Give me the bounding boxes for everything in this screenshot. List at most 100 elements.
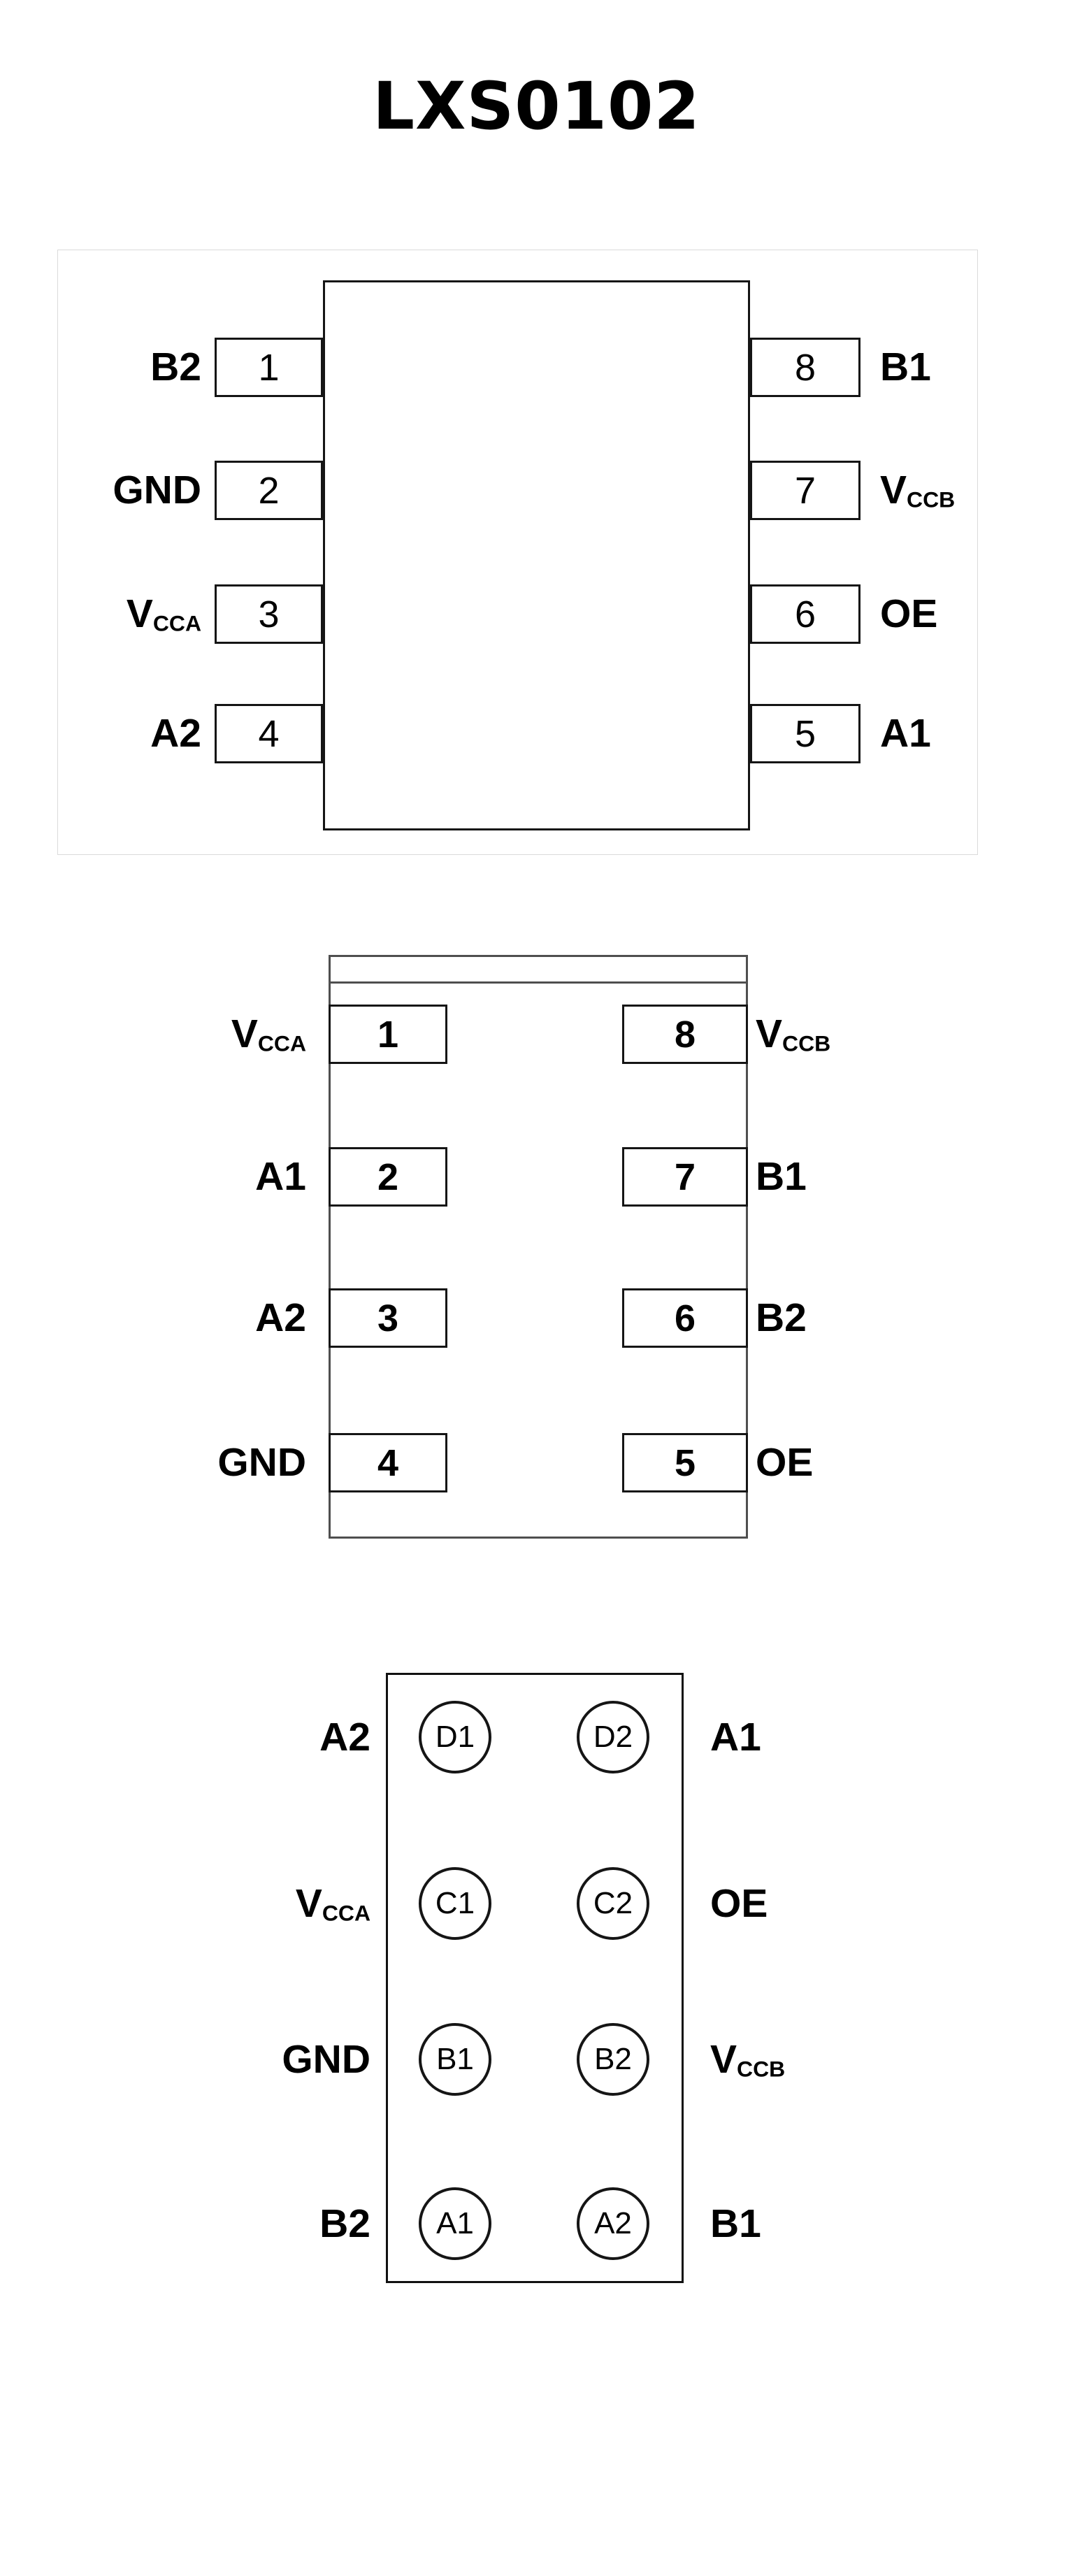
pin-name: B2 [319, 2201, 370, 2246]
ball-label-left: VCCA [266, 1867, 370, 1940]
pin-label-right: B1 [756, 1147, 895, 1207]
pin-number: 7 [674, 1156, 696, 1198]
pin-label-left: B2 [58, 338, 201, 397]
pin-name-subscript: CCB [782, 1030, 831, 1056]
pin-number: 3 [377, 1297, 399, 1339]
pin-number: 5 [674, 1441, 696, 1484]
ball-c1: C1 [419, 1867, 491, 1940]
ball-id: D2 [593, 1720, 633, 1754]
pin-box: 5 [622, 1433, 748, 1492]
pin-box: 2 [329, 1147, 447, 1207]
ball-a2: A2 [577, 2187, 649, 2260]
pin-box: 6 [622, 1288, 748, 1348]
pin-label-left: GND [214, 1433, 306, 1492]
pin-box: 7 [622, 1147, 748, 1207]
ball-label-left: B2 [266, 2187, 370, 2260]
pin-name: V [710, 2037, 737, 2082]
pin-name: GND [217, 1440, 306, 1485]
pin-name: V [756, 1012, 783, 1056]
pin-name: GND [113, 468, 201, 512]
dsbga-package-body [386, 1673, 684, 2283]
pin-name-subscript: CCB [907, 487, 956, 512]
pin-name: A1 [710, 1715, 761, 1760]
ball-id: D1 [435, 1720, 475, 1754]
pin-box: 8 [750, 338, 860, 397]
pin-number: 1 [377, 1013, 399, 1056]
ball-label-right: VCCB [710, 2023, 860, 2096]
ball-d1: D1 [419, 1701, 491, 1773]
pin-box: 8 [622, 1005, 748, 1064]
ball-id: C1 [435, 1886, 475, 1920]
pin-label-left: VCCA [214, 1005, 306, 1064]
pin-number: 7 [794, 469, 816, 512]
pin-name: OE [756, 1440, 814, 1485]
ball-label-right: OE [710, 1867, 860, 1940]
pin-box: 4 [329, 1433, 447, 1492]
pin-name: V [231, 1012, 258, 1056]
vssop-package-diagram: VCCA 1 8 VCCB A1 2 7 B1 A2 3 6 B2 GND 4 … [214, 955, 857, 1539]
pin-name: OE [880, 591, 938, 636]
pin-number: 3 [258, 593, 280, 635]
pin-number: 2 [377, 1156, 399, 1198]
pin-label-right: VCCB [880, 461, 1048, 520]
pin-box: 4 [215, 704, 323, 763]
ball-id: A1 [436, 2206, 474, 2240]
pin-label-right: B1 [880, 338, 1048, 397]
pin-label-left: VCCA [58, 584, 201, 644]
pin-label-left: A1 [214, 1147, 306, 1207]
pin-box: 3 [329, 1288, 447, 1348]
pin-name: A2 [319, 1715, 370, 1760]
pin-name-subscript: CCB [737, 2056, 786, 2082]
pin-box: 1 [215, 338, 323, 397]
pin-name-subscript: CCA [257, 1030, 306, 1056]
pin-box: 1 [329, 1005, 447, 1064]
ball-id: C2 [593, 1886, 633, 1920]
pin-name: A2 [150, 711, 201, 756]
pin-number: 2 [258, 469, 280, 512]
soic-package-diagram: B2 1 8 B1 GND 2 7 VCCB VCCA 3 6 OE A2 4 … [57, 250, 978, 855]
package-top-edge-line [329, 981, 748, 984]
pin-name: GND [282, 2037, 370, 2082]
pin-box: 7 [750, 461, 860, 520]
pin-name-subscript: CCA [152, 610, 201, 636]
pin-name: B2 [756, 1295, 807, 1340]
ball-id: A2 [594, 2206, 632, 2240]
ball-label-right: B1 [710, 2187, 860, 2260]
pin-name: V [295, 1881, 322, 1926]
ball-d2: D2 [577, 1701, 649, 1773]
pin-name: B1 [756, 1154, 807, 1199]
pin-name: V [880, 468, 907, 512]
pin-name: B1 [880, 345, 931, 389]
ball-c2: C2 [577, 1867, 649, 1940]
pin-number: 6 [674, 1297, 696, 1339]
pin-box: 2 [215, 461, 323, 520]
pin-number: 8 [794, 346, 816, 389]
pin-name: B2 [150, 345, 201, 389]
pin-name: OE [710, 1881, 768, 1926]
pin-name: A1 [255, 1154, 306, 1199]
chip-title: LXS0102 [373, 69, 700, 145]
pin-label-right: VCCB [756, 1005, 895, 1064]
soic-package-body [323, 280, 750, 830]
pin-box: 6 [750, 584, 860, 644]
pin-label-right: OE [756, 1433, 895, 1492]
pin-number: 4 [377, 1441, 399, 1484]
ball-label-right: A1 [710, 1701, 860, 1773]
pin-label-left: A2 [58, 704, 201, 763]
ball-id: B2 [594, 2042, 632, 2076]
pin-number: 5 [794, 712, 816, 755]
pin-name: A2 [255, 1295, 306, 1340]
pin-label-left: A2 [214, 1288, 306, 1348]
pin-number: 8 [674, 1013, 696, 1056]
pin-number: 4 [258, 712, 280, 755]
pin-box: 5 [750, 704, 860, 763]
dsbga-package-diagram: A2 D1 D2 A1 VCCA C1 C2 OE GND B1 B2 VCCB… [266, 1673, 860, 2283]
pin-box: 3 [215, 584, 323, 644]
pin-name-subscript: CCA [322, 1900, 370, 1926]
pin-number: 6 [794, 593, 816, 635]
ball-b1: B1 [419, 2023, 491, 2096]
ball-b2: B2 [577, 2023, 649, 2096]
ball-a1: A1 [419, 2187, 491, 2260]
pin-number: 1 [258, 346, 280, 389]
